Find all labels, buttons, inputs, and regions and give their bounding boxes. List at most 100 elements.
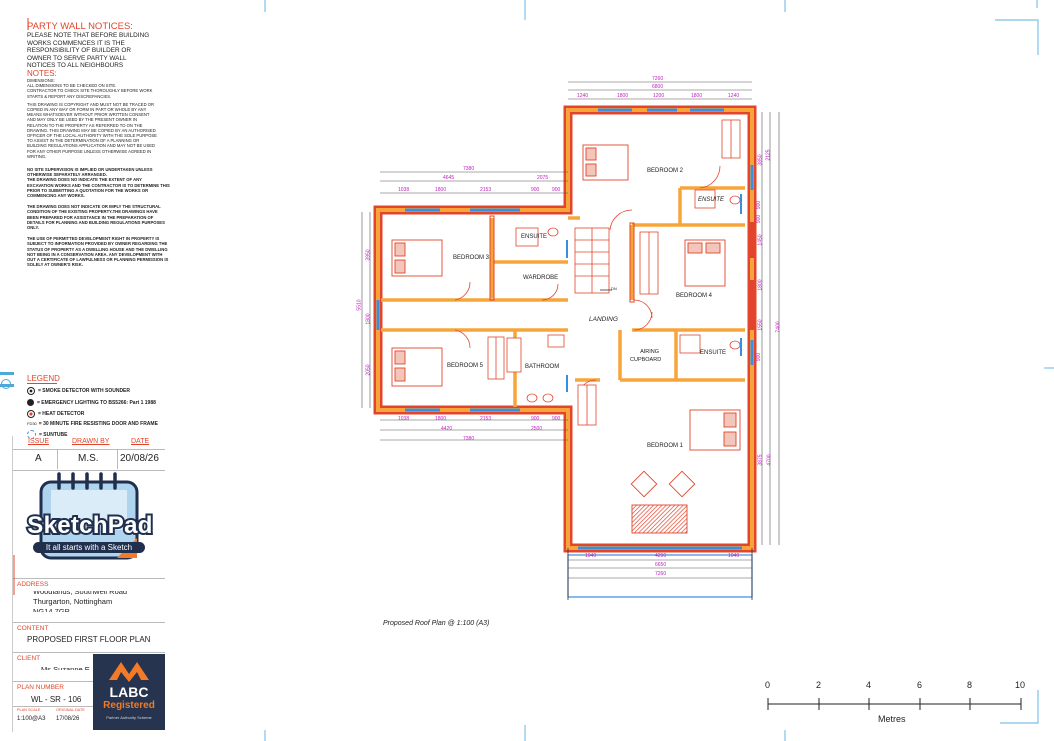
block-rule bbox=[13, 578, 165, 579]
emergency-light-icon bbox=[27, 399, 34, 406]
dim-bottom-part: 4200 bbox=[655, 553, 667, 559]
issue-row bbox=[13, 449, 165, 471]
legend-item: = HEAT DETECTOR bbox=[27, 410, 177, 418]
dim-top-part: 1240 bbox=[577, 93, 589, 99]
plan-scale-label: PLAN SCALE bbox=[17, 708, 41, 712]
labc-badge: LABC Registered Partner Authority Scheme bbox=[93, 654, 165, 730]
dim-lower-mid: 4420 bbox=[441, 426, 453, 432]
scale-unit: Metres bbox=[878, 714, 906, 724]
room-label-bedroom4: BEDROOM 4 bbox=[676, 293, 713, 299]
dim-right-side: 1800 bbox=[757, 279, 764, 291]
windows bbox=[376, 108, 754, 550]
party-wall-line: OWNER TO SERVE PARTY WALL bbox=[27, 54, 127, 62]
room-label-wardrobe: WARDROBE bbox=[523, 275, 559, 281]
room-label-airing-cupboard: AIRING CUPBOARD bbox=[630, 348, 661, 364]
legend-item: = EMERGENCY LIGHTING TO BS5266: Part 1 1… bbox=[27, 399, 177, 406]
notes-title: NOTES: bbox=[27, 69, 57, 78]
fire-doors bbox=[566, 194, 742, 392]
dim-top-part: 1200 bbox=[653, 93, 665, 99]
client-label: CLIENT bbox=[17, 655, 41, 662]
party-wall-line: WORKS COMMENCES IT IS THE bbox=[27, 39, 125, 47]
issue-value: A bbox=[35, 453, 42, 464]
dim-lower-total: 7380 bbox=[463, 436, 475, 442]
dim-right-side: 7400 bbox=[775, 321, 782, 333]
party-wall-title: PARTY WALL NOTICES: bbox=[27, 21, 133, 32]
notes-paragraph: THE DRAWING DOES NOT INDICATE OR IMPLY T… bbox=[27, 204, 165, 231]
drawn-by-value: M.S. bbox=[78, 453, 99, 464]
room-label-bedroom3: BEDROOM 3 bbox=[453, 255, 490, 261]
drawn-by-label: DRAWN BY bbox=[72, 438, 110, 445]
notes-paragraph: NO SITE SUPERVISION IS IMPLIED OR UNDERT… bbox=[27, 167, 170, 199]
dim-top-mid: 6800 bbox=[652, 84, 664, 90]
legend: LEGEND = SMOKE DETECTOR WITH SOUNDER = E… bbox=[27, 374, 177, 439]
legend-label: = HEAT DETECTOR bbox=[38, 411, 85, 417]
wardrobes bbox=[487, 119, 741, 426]
sanitaryware bbox=[506, 189, 741, 403]
legend-label: = EMERGENCY LIGHTING TO BS5266: Part 1 1… bbox=[37, 399, 156, 406]
content-value: PROPOSED FIRST FLOOR PLAN bbox=[27, 635, 151, 644]
brand-tagline: It all starts with a Sketch bbox=[33, 542, 145, 553]
room-label-ensuite-right: ENSUITE bbox=[700, 350, 727, 356]
dim-top-part: 1800 bbox=[691, 93, 703, 99]
block-rule bbox=[13, 706, 93, 707]
scale-bar: 0 2 4 6 8 10 Metres bbox=[762, 680, 1032, 730]
dim-left-total: 7380 bbox=[463, 166, 475, 172]
room-label-bedroom1: BEDROOM 1 bbox=[647, 443, 684, 449]
suntube-icon bbox=[27, 430, 36, 439]
block-rule bbox=[13, 681, 93, 682]
floor-plan: 7260 6800 1240 1800 1200 1800 1240 7380 … bbox=[355, 72, 795, 607]
side-tab-circle bbox=[1, 379, 11, 389]
room-label-ensuite-left: ENSUITE bbox=[521, 234, 548, 240]
dim-lower-part: 1038 bbox=[398, 416, 410, 422]
issue-label: ISSUE bbox=[28, 438, 50, 445]
dim-left-side: 1800 bbox=[365, 313, 372, 325]
dim-bottom-mid: 6650 bbox=[655, 562, 667, 568]
plan-number-label: PLAN NUMBER bbox=[17, 684, 64, 691]
dim-right-side: 4700 bbox=[766, 454, 773, 466]
labc-roof-icon bbox=[109, 662, 149, 682]
dimension-lines bbox=[361, 81, 780, 579]
dim-left-mid2: 2075 bbox=[537, 175, 549, 181]
legend-item: = SMOKE DETECTOR WITH SOUNDER bbox=[27, 387, 177, 395]
address-line: Thurgarton, Nottingham bbox=[33, 597, 113, 606]
dim-left-part: 1800 bbox=[435, 187, 447, 193]
legend-label: = 30 MINUTE FIRE RESISTING DOOR AND FRAM… bbox=[38, 421, 158, 427]
bedroom1-furniture bbox=[630, 470, 696, 534]
fire-door-icon: FD30 bbox=[27, 421, 37, 427]
dim-lower-part: 900 bbox=[531, 416, 540, 422]
beds bbox=[391, 144, 741, 451]
room-label-bathroom: BATHROOM bbox=[525, 364, 560, 370]
dim-bottom-part: 1040 bbox=[585, 553, 597, 559]
dim-lower-part: 900 bbox=[552, 416, 561, 422]
room-label-bedroom2: BEDROOM 2 bbox=[647, 168, 684, 174]
address-line: Woodlands, Southwell Road bbox=[33, 587, 128, 596]
labc-registered: Registered bbox=[103, 700, 155, 711]
staircase bbox=[574, 227, 612, 294]
sketchpad-logo-graphic bbox=[39, 472, 139, 560]
legend-title: LEGEND bbox=[27, 374, 60, 384]
dim-right-side: 900 bbox=[756, 352, 763, 362]
block-rule bbox=[13, 622, 165, 623]
dim-left-part: 900 bbox=[531, 187, 540, 193]
heat-detector-icon bbox=[27, 410, 35, 418]
scale-tick-label: 10 bbox=[1015, 680, 1026, 690]
client-value: Ms Suzanne E bbox=[41, 665, 90, 674]
original-date-value: 17/08/26 bbox=[56, 716, 80, 722]
dim-left-part: 1038 bbox=[398, 187, 410, 193]
scale-tick-label: 4 bbox=[866, 680, 872, 690]
labc-scheme: Partner Authority Scheme bbox=[106, 715, 152, 720]
party-wall-line: RESPONSIBILITY OF BUILDER OR bbox=[27, 47, 131, 54]
address-line: NG14 7GP bbox=[33, 607, 70, 616]
party-wall-line: PLEASE NOTE THAT BEFORE BUILDING bbox=[27, 32, 150, 39]
legend-item: FD30 = 30 MINUTE FIRE RESISTING DOOR AND… bbox=[27, 421, 177, 427]
dim-left-part: 2153 bbox=[480, 187, 492, 193]
scale-tick-label: 6 bbox=[917, 680, 923, 690]
notes-paragraph: THIS DRAWING IS COPYRIGHT AND MUST NOT B… bbox=[27, 101, 157, 159]
date-label: DATE bbox=[131, 438, 150, 445]
block-rule bbox=[13, 652, 165, 653]
plan-scale-value: 1:100@A3 bbox=[17, 716, 46, 722]
dim-right-side: 3875 bbox=[757, 454, 764, 466]
dim-right-side: 900 bbox=[756, 200, 763, 210]
content-label: CONTENT bbox=[17, 625, 49, 632]
scale-tick-label: 8 bbox=[967, 680, 973, 690]
